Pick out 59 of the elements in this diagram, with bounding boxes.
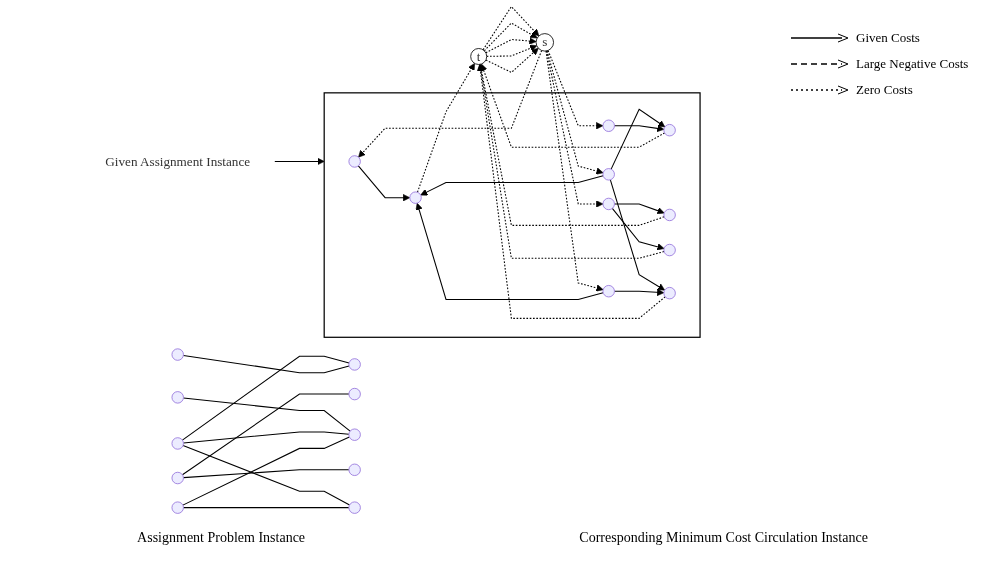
arrow	[613, 288, 664, 296]
connector	[181, 355, 350, 441]
node-circle	[171, 348, 184, 361]
node-circle	[602, 285, 615, 298]
node-circle	[348, 155, 361, 168]
arrow	[484, 37, 537, 54]
arrow	[273, 157, 325, 166]
node-circle	[171, 501, 184, 514]
node-text: Given Assignment Instance	[104, 154, 250, 169]
legend-text: Given Costs	[856, 30, 920, 46]
arrow	[485, 44, 537, 57]
connector	[182, 507, 350, 509]
legend-text: Zero Costs	[856, 82, 913, 98]
arrow	[420, 175, 604, 196]
node-circle	[663, 208, 676, 222]
node-circle: s	[535, 33, 554, 52]
node-circle	[171, 437, 184, 450]
connector	[181, 393, 350, 476]
arrow	[476, 64, 666, 319]
arrow	[613, 203, 665, 215]
connector	[182, 397, 351, 432]
arrow	[483, 22, 538, 52]
node-circle	[171, 391, 184, 404]
arrow	[479, 63, 665, 148]
arrow	[609, 179, 665, 291]
arrow	[482, 5, 539, 51]
node-circle	[348, 428, 361, 441]
node-circle	[602, 119, 615, 132]
node-circle	[663, 243, 676, 257]
node-circle	[348, 358, 361, 371]
connector	[182, 354, 350, 374]
caption-label: Corresponding Minimum Cost Circulation Instance	[579, 530, 868, 546]
node-circle	[602, 197, 615, 211]
arrow	[357, 49, 542, 158]
node-circle	[663, 286, 676, 300]
legend-text: Large Negative Costs	[856, 56, 969, 72]
arrow	[357, 165, 410, 202]
node-circle: t	[469, 48, 487, 65]
node-circle	[348, 463, 361, 476]
arrow	[546, 50, 604, 175]
arrow	[545, 50, 603, 208]
node-circle	[348, 387, 361, 401]
caption-label: Assignment Problem Instance	[137, 530, 306, 546]
arrow	[416, 63, 475, 193]
arrow	[547, 49, 603, 130]
arrow	[545, 50, 604, 292]
arrow	[415, 202, 604, 300]
arrow	[610, 108, 665, 170]
node-circle	[409, 191, 422, 204]
node-circle	[348, 501, 361, 514]
arrow	[485, 47, 539, 74]
arrow	[611, 207, 665, 251]
node-circle	[602, 168, 615, 181]
arrow	[613, 124, 664, 132]
connector	[182, 431, 350, 444]
node-circle	[663, 124, 676, 137]
connector	[182, 469, 350, 479]
node-circle	[171, 471, 184, 485]
cluster	[323, 92, 701, 338]
